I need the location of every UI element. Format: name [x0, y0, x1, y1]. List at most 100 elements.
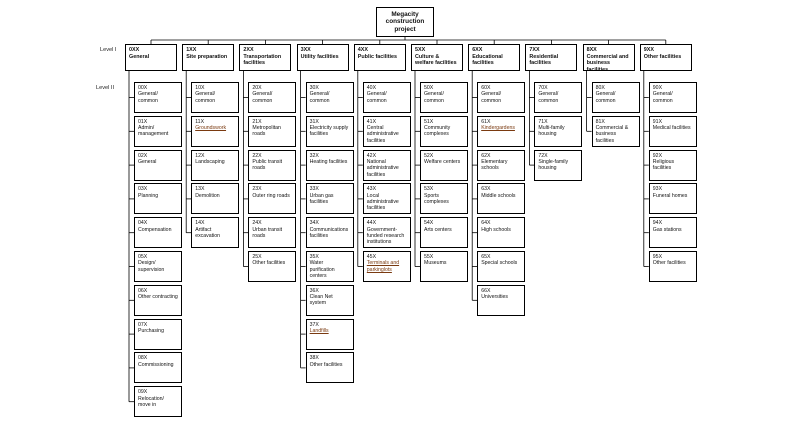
- node-name: Museums: [424, 260, 447, 267]
- node-name: Government-funded research institutions: [366, 226, 405, 246]
- node-name: Local administrative facilities: [366, 192, 399, 212]
- node-code: 4XX: [357, 47, 368, 53]
- node-code: 0XX: [129, 47, 140, 53]
- node-code: 05X: [138, 254, 148, 260]
- node-name: Sports complexes: [424, 192, 449, 206]
- node-code: 40X: [366, 85, 377, 91]
- node-code: 14X: [195, 220, 205, 227]
- node-code: 08X: [138, 355, 148, 362]
- node-code: 42X: [366, 152, 377, 159]
- node-code: 07X: [138, 321, 148, 328]
- node-code: 5XX: [415, 47, 426, 53]
- node-name: Compensation: [138, 226, 172, 233]
- node-name: Kindergardens: [481, 125, 515, 132]
- node-code: 25X: [252, 254, 262, 260]
- node-code: 54X: [424, 220, 434, 227]
- node-code: 65X: [481, 254, 491, 260]
- node-code: 45X: [366, 254, 377, 260]
- node-code: 62X: [481, 152, 491, 159]
- node-name: Multi-family housing: [538, 125, 565, 138]
- node-code: 31X: [309, 118, 319, 125]
- node-name: General/ common: [538, 91, 559, 104]
- node-name: Culture & welfare facilities: [415, 53, 457, 67]
- node-name: High schools: [481, 226, 511, 233]
- node-code: 80X: [595, 85, 605, 91]
- node-name: Central administrative facilities: [366, 125, 399, 144]
- node-code: 66X: [481, 287, 491, 294]
- node-name: Community complexes: [424, 125, 451, 138]
- node-code: 35X: [309, 254, 319, 260]
- node-name: Commercial and business facilities: [586, 53, 629, 71]
- node-name: General/ common: [252, 91, 273, 104]
- node-code: 21X: [252, 118, 262, 125]
- node-code: 71X: [538, 118, 548, 125]
- node-code: 72X: [538, 152, 548, 159]
- node-code: 12X: [195, 152, 205, 159]
- node-name: Relocation/ move in: [138, 395, 164, 408]
- node-code: 30X: [309, 85, 319, 91]
- node-code: 20X: [252, 85, 262, 91]
- node-code: 00X: [138, 85, 148, 91]
- node-code: 33X: [309, 186, 319, 193]
- node-name: Other facilities: [652, 260, 686, 267]
- node-code: 94X: [652, 220, 663, 227]
- node-code: 22X: [252, 152, 262, 159]
- node-name: Admin/ management: [138, 125, 169, 138]
- node-code: 90X: [652, 85, 663, 91]
- level-1-label: Level I: [100, 47, 117, 53]
- node-name: Religious facilities: [652, 158, 675, 172]
- node-code: 03X: [138, 186, 148, 193]
- node-name: Water purification centers: [309, 260, 335, 280]
- node-code: 92X: [652, 152, 663, 159]
- node-code: 60X: [481, 85, 491, 91]
- node-name: Urban gas facilities: [309, 192, 334, 206]
- node-code: 63X: [481, 186, 491, 193]
- node-name: Medical facilities: [652, 125, 691, 132]
- node-name: Special schools: [481, 260, 518, 267]
- node-code: 1XX: [186, 47, 197, 53]
- node-name: Landfills: [309, 327, 329, 334]
- node-name: Heating facilities: [309, 158, 348, 165]
- node-name: Other facilities: [252, 260, 286, 267]
- node-code: 11X: [195, 118, 205, 125]
- node-code: 3XX: [300, 47, 311, 53]
- node-name: Educational facilities: [472, 53, 503, 67]
- node-code: 36X: [309, 287, 319, 294]
- node-code: 43X: [366, 186, 377, 193]
- node-name: Elementary schools: [481, 158, 508, 172]
- node-code: 04X: [138, 220, 148, 227]
- node-code: 38X: [309, 355, 319, 362]
- node-name: General: [129, 53, 150, 60]
